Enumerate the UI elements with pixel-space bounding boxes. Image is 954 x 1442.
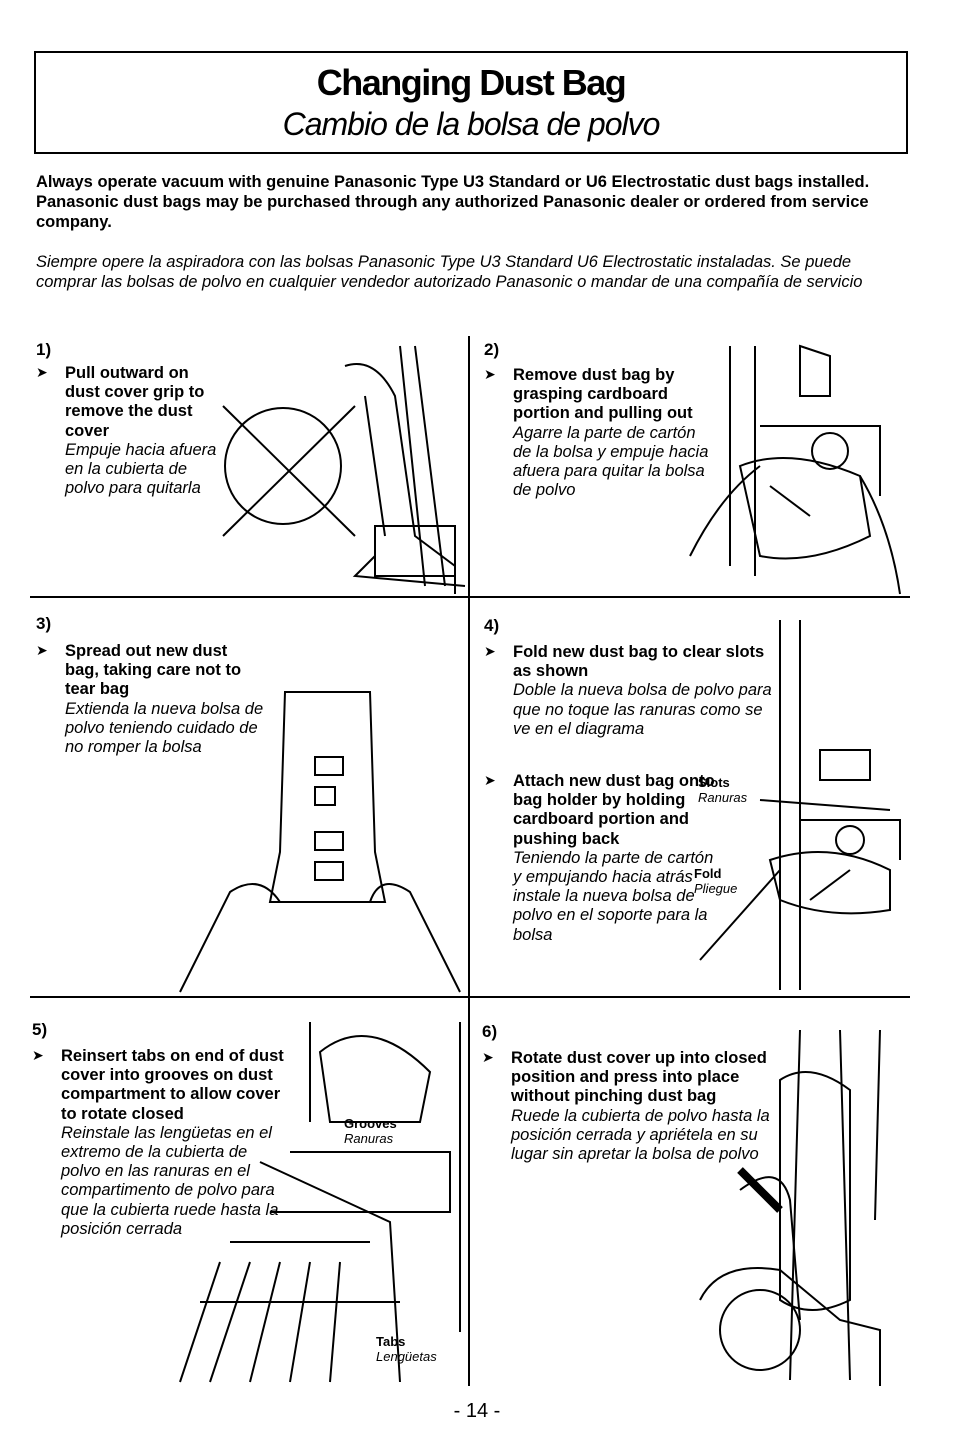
step-1-spanish: Empuje hacia afuera en la cubierta de po… [65,440,217,498]
divider-row-1 [30,596,910,598]
arrow-icon: ➤ [32,1047,44,1063]
step-1-number: 1) [36,340,52,359]
page-title: Changing Dust Bag [316,62,627,103]
step-4-illustration [699,620,901,990]
step-6-number: 6) [482,1022,498,1041]
step-4-english: Fold new dust bag to clear slots as show… [513,643,765,681]
divider-column [468,336,470,1386]
step-6-text: Rotate dust cover up into closed positio… [511,1049,771,1164]
step-1-text: Pull outward on dust cover grip to remov… [65,364,225,498]
intro-spanish: Siempre opere la aspiradora con las bols… [36,253,863,291]
step-3-text: Spread out new dust bag, taking care not… [65,642,265,757]
title-box: Changing Dust Bag Cambio de la bolsa de … [34,51,908,154]
step-2-spanish: Agarre la parte de cartón de la bolsa y … [513,423,709,500]
slots-label: Slots Ranuras [698,775,748,805]
step-5-spanish: Reinstale las lengüetas en el extremo de… [61,1123,279,1238]
step-4-text-a: Fold new dust bag to clear slots as show… [513,643,773,739]
step-6-spanish: Ruede la cubierta de polvo hasta la posi… [511,1106,770,1164]
step-6-illustration [699,1029,881,1386]
arrow-icon: ➤ [482,1049,494,1065]
step-4-english-2: Attach new dust bag onto bag holder by h… [513,772,715,848]
arrow-icon: ➤ [484,643,496,659]
arrow-icon: ➤ [484,366,496,382]
arrow-icon: ➤ [484,772,496,788]
step-4-number: 4) [484,616,500,635]
step-6-english: Rotate dust cover up into closed positio… [511,1049,767,1106]
page-title-spanish: Cambio de la bolsa de polvo [282,106,661,142]
arrow-icon: ➤ [36,642,48,658]
step-2-english: Remove dust bag by grasping cardboard po… [513,366,693,423]
step-3-illustration [179,691,461,993]
step-1-illustration [222,345,466,594]
step-2-number: 2) [484,340,500,359]
fold-label: Fold Pliegue [694,866,738,896]
step-4-spanish-2: Teniendo la parte de cartón y empujando … [513,848,714,944]
step-2-illustration [689,344,901,595]
intro-english: Always operate vacuum with genuine Panas… [36,173,870,231]
step-5-illustration [179,1022,461,1383]
step-3-spanish: Extienda la nueva bolsa de polvo teniend… [65,699,264,757]
step-5-text: Reinsert tabs on end of dust cover into … [61,1047,291,1239]
step-1-english: Pull outward on dust cover grip to remov… [65,364,205,440]
step-4-text-b: Attach new dust bag onto bag holder by h… [513,772,723,945]
page-number: - 14 - [453,1400,501,1422]
step-3-number: 3) [36,614,52,633]
step-4-spanish: Doble la nueva bolsa de polvo para que n… [513,681,772,738]
grooves-label: Grooves Ranuras [344,1116,397,1146]
step-5-english: Reinsert tabs on end of dust cover into … [61,1047,284,1123]
arrow-icon: ➤ [36,364,48,380]
step-3-english: Spread out new dust bag, taking care not… [65,642,242,699]
divider-row-2 [30,996,910,998]
step-5-number: 5) [32,1020,48,1039]
step-2-text: Remove dust bag by grasping cardboard po… [513,366,713,500]
